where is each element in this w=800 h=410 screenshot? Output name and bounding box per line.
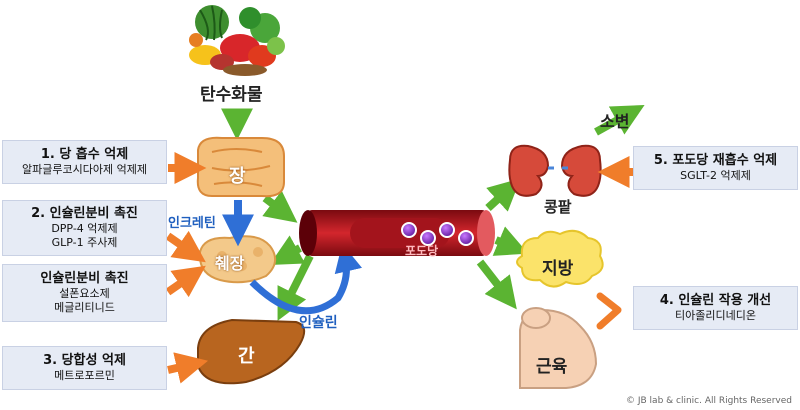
liver-organ (197, 318, 306, 385)
label-fat: 지방 (542, 259, 574, 279)
arrow-intestine-to-vessel (262, 190, 298, 223)
intestine-organ (196, 136, 285, 198)
label-intestine: 장 (229, 166, 246, 187)
pancreas-organ (198, 235, 277, 284)
glucose-molecules (401, 222, 474, 246)
box-action: 4. 인슐린 작용 개선 티아졸리디네디온 (633, 286, 798, 330)
fat-cloud (516, 229, 604, 288)
box-reabsorption-drug: SGLT-2 억제제 (680, 169, 751, 182)
box-absorption-drug: 알파글루코시다아제 억제제 (22, 163, 147, 176)
label-urine: 소변 (600, 112, 630, 131)
arrow-secretion-su (165, 265, 206, 298)
box-secretion-incretin-drug-1: DPP-4 억제제 (51, 222, 118, 235)
arrow-secretion-incretin (165, 230, 206, 263)
kidney-organ (508, 144, 602, 197)
box-secretion-incretin: 2. 인슐린분비 촉진 DPP-4 억제제 GLP-1 주사제 (2, 200, 167, 256)
label-liver: 간 (238, 346, 255, 367)
copyright-notice: © JB lab & clinic. All Rights Reserved (626, 396, 792, 406)
box-absorption-title: 1. 당 흡수 억제 (40, 147, 129, 162)
box-synthesis-title: 3. 당합성 억제 (43, 353, 126, 368)
vegetables-image (189, 5, 285, 76)
muscle-arm (519, 307, 598, 389)
arrow-vessel-to-kidney (485, 178, 521, 212)
box-secretion-su-drug-2: 메글리티니드 (54, 301, 115, 314)
box-action-title: 4. 인슐린 작용 개선 (659, 293, 772, 308)
arrow-vessel-to-pancreas (269, 235, 306, 265)
label-muscle: 근육 (536, 357, 568, 377)
box-reabsorption: 5. 포도당 재흡수 억제 SGLT-2 억제제 (633, 146, 798, 190)
box-secretion-incretin-title: 2. 인슐린분비 촉진 (31, 206, 138, 221)
label-incretin: 인크레틴 (168, 216, 216, 231)
label-pancreas: 췌장 (215, 254, 245, 273)
arrow-insulin (249, 243, 363, 315)
box-secretion-su: 인슐린분비 촉진 설폰요소제 메글리티니드 (2, 264, 167, 322)
box-secretion-incretin-drug-2: GLP-1 주사제 (51, 236, 118, 249)
arrow-kidney-to-urine (594, 105, 645, 136)
label-glucose: 포도당 (405, 244, 439, 258)
arrow-vessel-to-liver (277, 254, 314, 321)
arrow-synthesis (167, 352, 209, 384)
box-secretion-su-drug-1: 설폰요소제 (59, 287, 110, 300)
label-insulin: 인슐린 (299, 315, 338, 331)
arrow-vessel-to-fat (492, 226, 529, 256)
label-carbs: 탄수화물 (200, 85, 263, 105)
box-secretion-su-title: 인슐린분비 촉진 (40, 271, 129, 286)
arrow-vessel-to-muscle (476, 259, 517, 310)
arrow-action (596, 292, 622, 330)
box-synthesis: 3. 당합성 억제 메트로포르민 (2, 346, 167, 390)
box-reabsorption-title: 5. 포도당 재흡수 억제 (653, 153, 778, 168)
box-action-drug: 티아졸리디네디온 (675, 309, 756, 322)
label-kidney: 콩팥 (544, 198, 572, 216)
box-absorption: 1. 당 흡수 억제 알파글루코시다아제 억제제 (2, 140, 167, 184)
box-synthesis-drug: 메트로포르민 (54, 369, 115, 382)
